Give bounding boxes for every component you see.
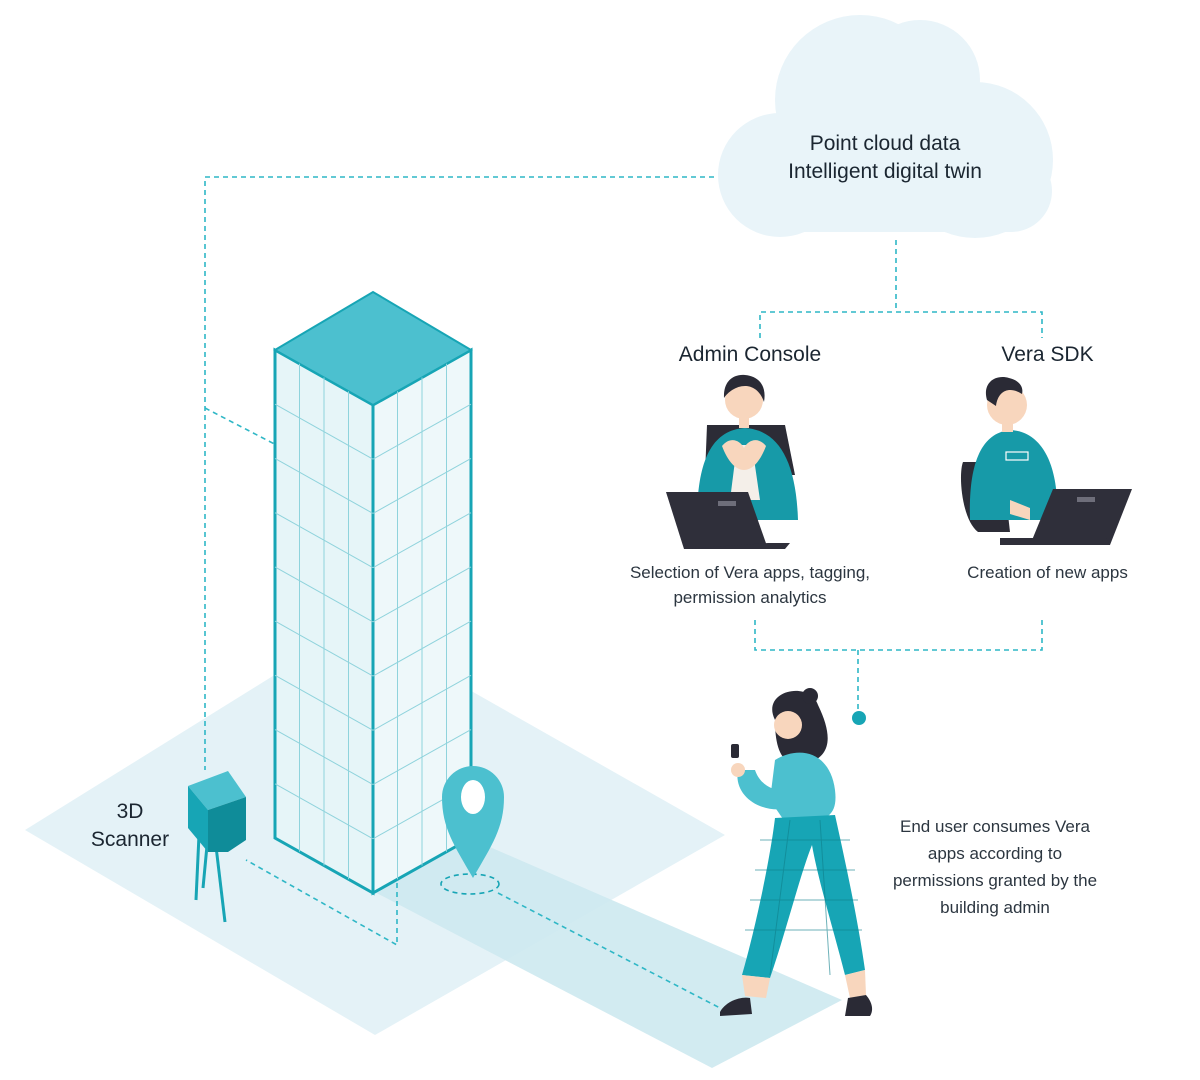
building-grid-line — [274, 729, 374, 785]
building-grid-line — [274, 403, 374, 460]
scanner-label-line1: 3D — [116, 800, 144, 823]
building-roof — [272, 290, 474, 407]
cloud-shape — [718, 15, 1053, 238]
building-grid-line — [274, 566, 374, 623]
pants-plaid-pattern — [745, 819, 862, 976]
dashed-connectors — [204, 176, 1043, 1009]
connector-split-bar — [759, 311, 1043, 338]
building-tower — [272, 290, 474, 896]
end-user-illustration — [720, 688, 873, 1016]
admin-console-desc-line2: permission analytics — [673, 588, 827, 607]
connector-cloud-scanner — [204, 176, 714, 770]
building-grid-line — [274, 674, 374, 731]
admin-person-illustration — [666, 374, 798, 549]
sdk-laptop-icon — [1030, 489, 1132, 545]
building-grid-line — [372, 512, 472, 569]
scanner-label-line2: Scanner — [90, 828, 170, 851]
admin-console-desc-line1: Selection of Vera apps, tagging, — [629, 563, 871, 582]
admin-console-title: Admin Console — [678, 343, 822, 366]
pin-target-ring — [440, 873, 500, 895]
scanner-device-icon — [188, 771, 246, 923]
sdk-person-illustration — [960, 377, 1132, 545]
building-grid-line — [372, 403, 472, 460]
end-user-desc-line1: End user consumes Vera — [900, 817, 1090, 836]
vera-sdk-title: Vera SDK — [1001, 343, 1094, 366]
building-grid-line — [274, 458, 374, 514]
end-user-desc-line4: building admin — [940, 898, 1050, 917]
building-grid — [274, 363, 472, 880]
end-user-desc-line3: permissions granted by the — [892, 871, 1098, 890]
building-grid-line — [274, 620, 374, 677]
building-grid-line — [274, 512, 374, 569]
building-grid-line — [372, 566, 472, 623]
admin-laptop-icon — [666, 492, 768, 549]
vera-sdk-desc: Creation of new apps — [967, 563, 1128, 582]
cloud-label-line2: Intelligent digital twin — [788, 160, 982, 183]
building-grid-line — [372, 674, 472, 731]
end-user-desc-line2: apps according to — [927, 844, 1063, 863]
building-grid-line — [372, 620, 472, 677]
connector-pin-user — [497, 892, 721, 1009]
building-grid-line — [274, 783, 374, 840]
building-grid-line — [372, 729, 472, 785]
location-pin-icon — [442, 766, 504, 878]
building-grid-line — [372, 458, 472, 514]
connector-apps-bar — [754, 620, 1043, 651]
connector-dot-user — [852, 711, 866, 725]
cloud-label-line1: Point cloud data — [809, 132, 961, 155]
